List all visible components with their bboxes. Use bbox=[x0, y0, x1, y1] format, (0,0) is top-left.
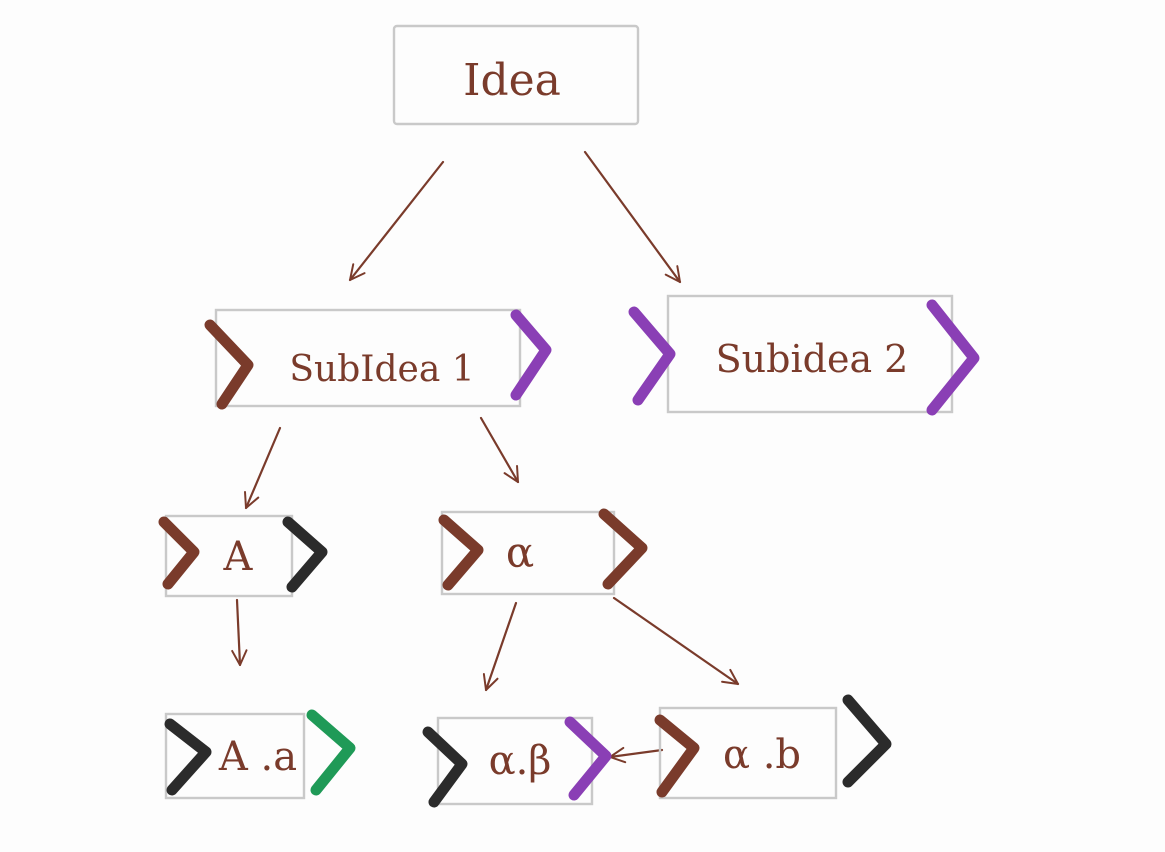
node-alpha-beta[interactable]: α.β bbox=[422, 716, 612, 808]
edge-subidea1-to-a bbox=[244, 426, 282, 510]
node-alpha-left-marker bbox=[438, 514, 484, 591]
node-alpha-b[interactable]: α .b bbox=[654, 694, 892, 800]
node-subidea1[interactable]: SubIdea 1 bbox=[204, 308, 552, 410]
node-subidea2-right-marker bbox=[926, 299, 980, 416]
node-a-a-left-marker bbox=[164, 718, 212, 796]
node-alpha-b-box bbox=[658, 706, 838, 800]
node-alpha-label: α bbox=[506, 528, 534, 577]
node-alpha-beta-left-marker bbox=[422, 726, 468, 808]
edge-idea-to-subidea1 bbox=[348, 160, 445, 282]
node-subidea2-label: Subidea 2 bbox=[716, 337, 909, 381]
node-a[interactable]: A bbox=[158, 514, 328, 598]
edge-alpha-b-to-alpha-beta bbox=[608, 746, 664, 764]
edge-subidea1-to-alpha bbox=[479, 416, 520, 484]
node-a-box bbox=[164, 514, 294, 598]
node-alpha-b-right-marker bbox=[842, 694, 892, 788]
node-alpha-b-left-marker bbox=[654, 714, 700, 798]
edge-alpha-to-alpha-b bbox=[612, 596, 740, 686]
edge-idea-to-subidea2 bbox=[583, 150, 682, 284]
node-alpha-box bbox=[440, 510, 616, 596]
node-idea[interactable]: Idea bbox=[392, 24, 640, 126]
edge-a-to-a-a bbox=[231, 598, 248, 667]
node-subidea1-right-marker bbox=[510, 309, 552, 401]
node-a-right-marker bbox=[282, 516, 328, 593]
node-a-label: A bbox=[223, 534, 254, 580]
edges bbox=[231, 150, 740, 764]
node-subidea2-left-marker bbox=[628, 306, 676, 406]
node-a-a[interactable]: A .a bbox=[164, 709, 356, 800]
node-a-left-marker bbox=[158, 516, 200, 590]
node-a-a-box bbox=[164, 712, 306, 800]
node-idea-box bbox=[392, 24, 640, 126]
node-alpha-beta-box bbox=[436, 716, 594, 806]
node-subidea1-left-marker bbox=[204, 319, 254, 410]
node-subidea2[interactable]: Subidea 2 bbox=[628, 294, 980, 416]
node-subidea1-box bbox=[214, 308, 522, 408]
node-subidea1-label: SubIdea 1 bbox=[289, 349, 474, 390]
node-alpha-right-marker bbox=[598, 508, 648, 590]
node-alpha-b-label: α .b bbox=[723, 732, 801, 778]
node-a-a-label: A .a bbox=[218, 734, 297, 780]
node-alpha-beta-label: α.β bbox=[489, 738, 552, 784]
node-idea-label: Idea bbox=[463, 55, 561, 106]
edge-alpha-to-alpha-beta bbox=[482, 601, 518, 692]
node-alpha[interactable]: α bbox=[438, 508, 648, 596]
node-a-a-right-marker bbox=[306, 709, 356, 796]
node-alpha-beta-right-marker bbox=[564, 716, 612, 801]
